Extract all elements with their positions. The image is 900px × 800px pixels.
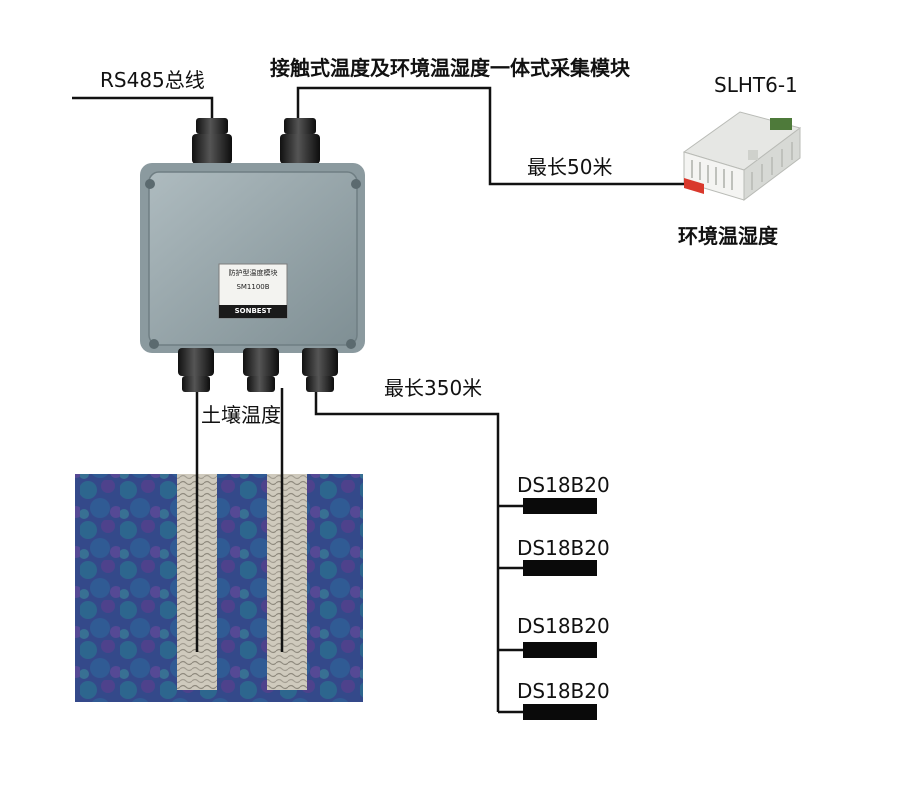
probe-bar-2 — [523, 560, 597, 576]
probe-label-3: DS18B20 — [517, 614, 610, 638]
nameplate-brand: SONBEST — [234, 307, 272, 315]
bottom-gland-3 — [302, 348, 338, 392]
probe-bar-1 — [523, 498, 597, 514]
slht-sensor — [682, 111, 802, 201]
top-gland-left — [192, 118, 232, 164]
long-length-label: 最长350米 — [384, 376, 483, 400]
junction-box — [140, 163, 365, 353]
top-gland-right — [280, 118, 320, 164]
sensor-model-label: SLHT6-1 — [714, 73, 798, 97]
soil-block — [75, 474, 363, 702]
short-length-label: 最长50米 — [527, 155, 613, 179]
probe-label-4: DS18B20 — [517, 679, 610, 703]
soil-temp-label: 土壤温度 — [201, 403, 281, 427]
bus-wire — [72, 96, 214, 130]
bus-label: RS485总线 — [100, 68, 205, 92]
nameplate-title: 防护型温度模块 — [228, 269, 278, 277]
nameplate-model: SM1100B — [236, 283, 270, 292]
probe-label-1: DS18B20 — [517, 473, 610, 497]
module-title: 接触式温度及环境温湿度一体式采集模块 — [270, 56, 630, 80]
env-humidity-label: 环境温湿度 — [678, 224, 778, 248]
probe-bar-3 — [523, 642, 597, 658]
nameplate: 防护型温度模块 SM1100B — [219, 266, 287, 304]
sensor-wire — [296, 86, 688, 186]
bottom-gland-2 — [243, 348, 279, 392]
trench-right — [267, 474, 307, 690]
bottom-gland-1 — [178, 348, 214, 392]
probe-bar-4 — [523, 704, 597, 720]
probe-label-2: DS18B20 — [517, 536, 610, 560]
probe-trunk — [314, 392, 500, 712]
